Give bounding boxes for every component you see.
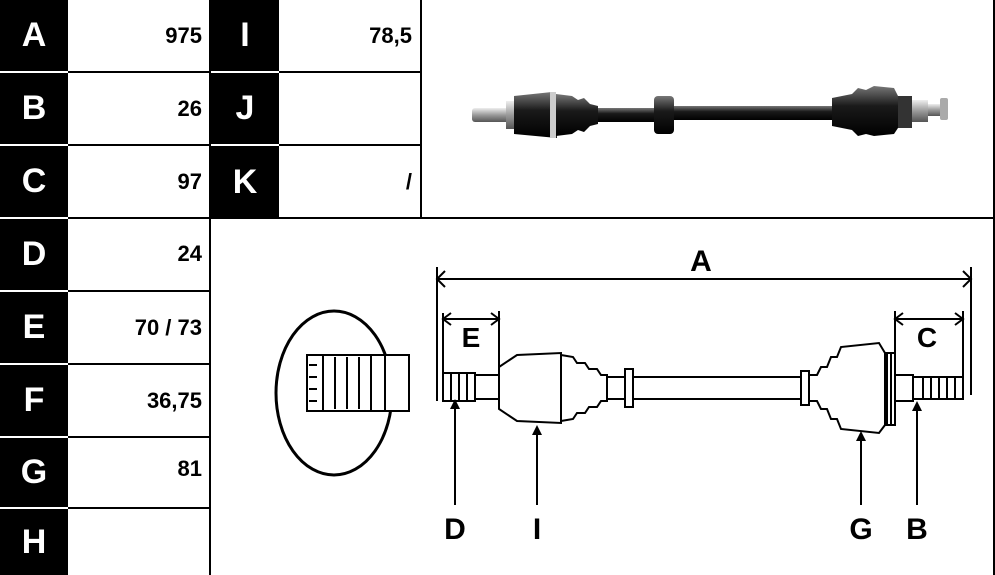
row-value-i: 78,5 — [279, 0, 420, 73]
row-value-c: 97 — [68, 146, 210, 219]
row-letter-b: B — [0, 73, 68, 144]
row-value-g: 81 — [68, 438, 210, 509]
row-letter-i: I — [211, 0, 279, 71]
row-value-b: 26 — [68, 73, 210, 146]
row-value-e: 70 / 73 — [68, 292, 210, 365]
drive-shaft-diagram: A E C D I G B — [274, 245, 973, 546]
drive-shaft-photo — [472, 86, 948, 138]
technical-diagram-frame: A E C D I G B — [209, 217, 995, 575]
row-letter-d: D — [0, 219, 68, 290]
row-letter-k: K — [211, 146, 279, 219]
label-b: B — [906, 513, 928, 546]
label-a: A — [690, 245, 712, 278]
row-value-d: 24 — [68, 219, 210, 292]
row-letter-g: G — [0, 438, 68, 507]
product-photo-frame — [420, 0, 995, 219]
row-value-j — [279, 73, 420, 146]
row-value-a: 975 — [68, 0, 210, 73]
row-value-k: / — [279, 146, 420, 219]
label-c: C — [917, 322, 937, 353]
row-letter-h: H — [0, 509, 68, 575]
row-letter-e: E — [0, 292, 68, 363]
label-i: I — [533, 513, 541, 546]
row-letter-c: C — [0, 146, 68, 217]
row-value-h — [68, 509, 210, 575]
row-letter-f: F — [0, 365, 68, 436]
label-g: G — [849, 513, 872, 546]
row-letter-j: J — [211, 73, 279, 144]
row-value-f: 36,75 — [68, 365, 210, 438]
row-letter-a: A — [0, 0, 68, 71]
label-d: D — [444, 513, 466, 546]
label-e: E — [462, 322, 481, 353]
